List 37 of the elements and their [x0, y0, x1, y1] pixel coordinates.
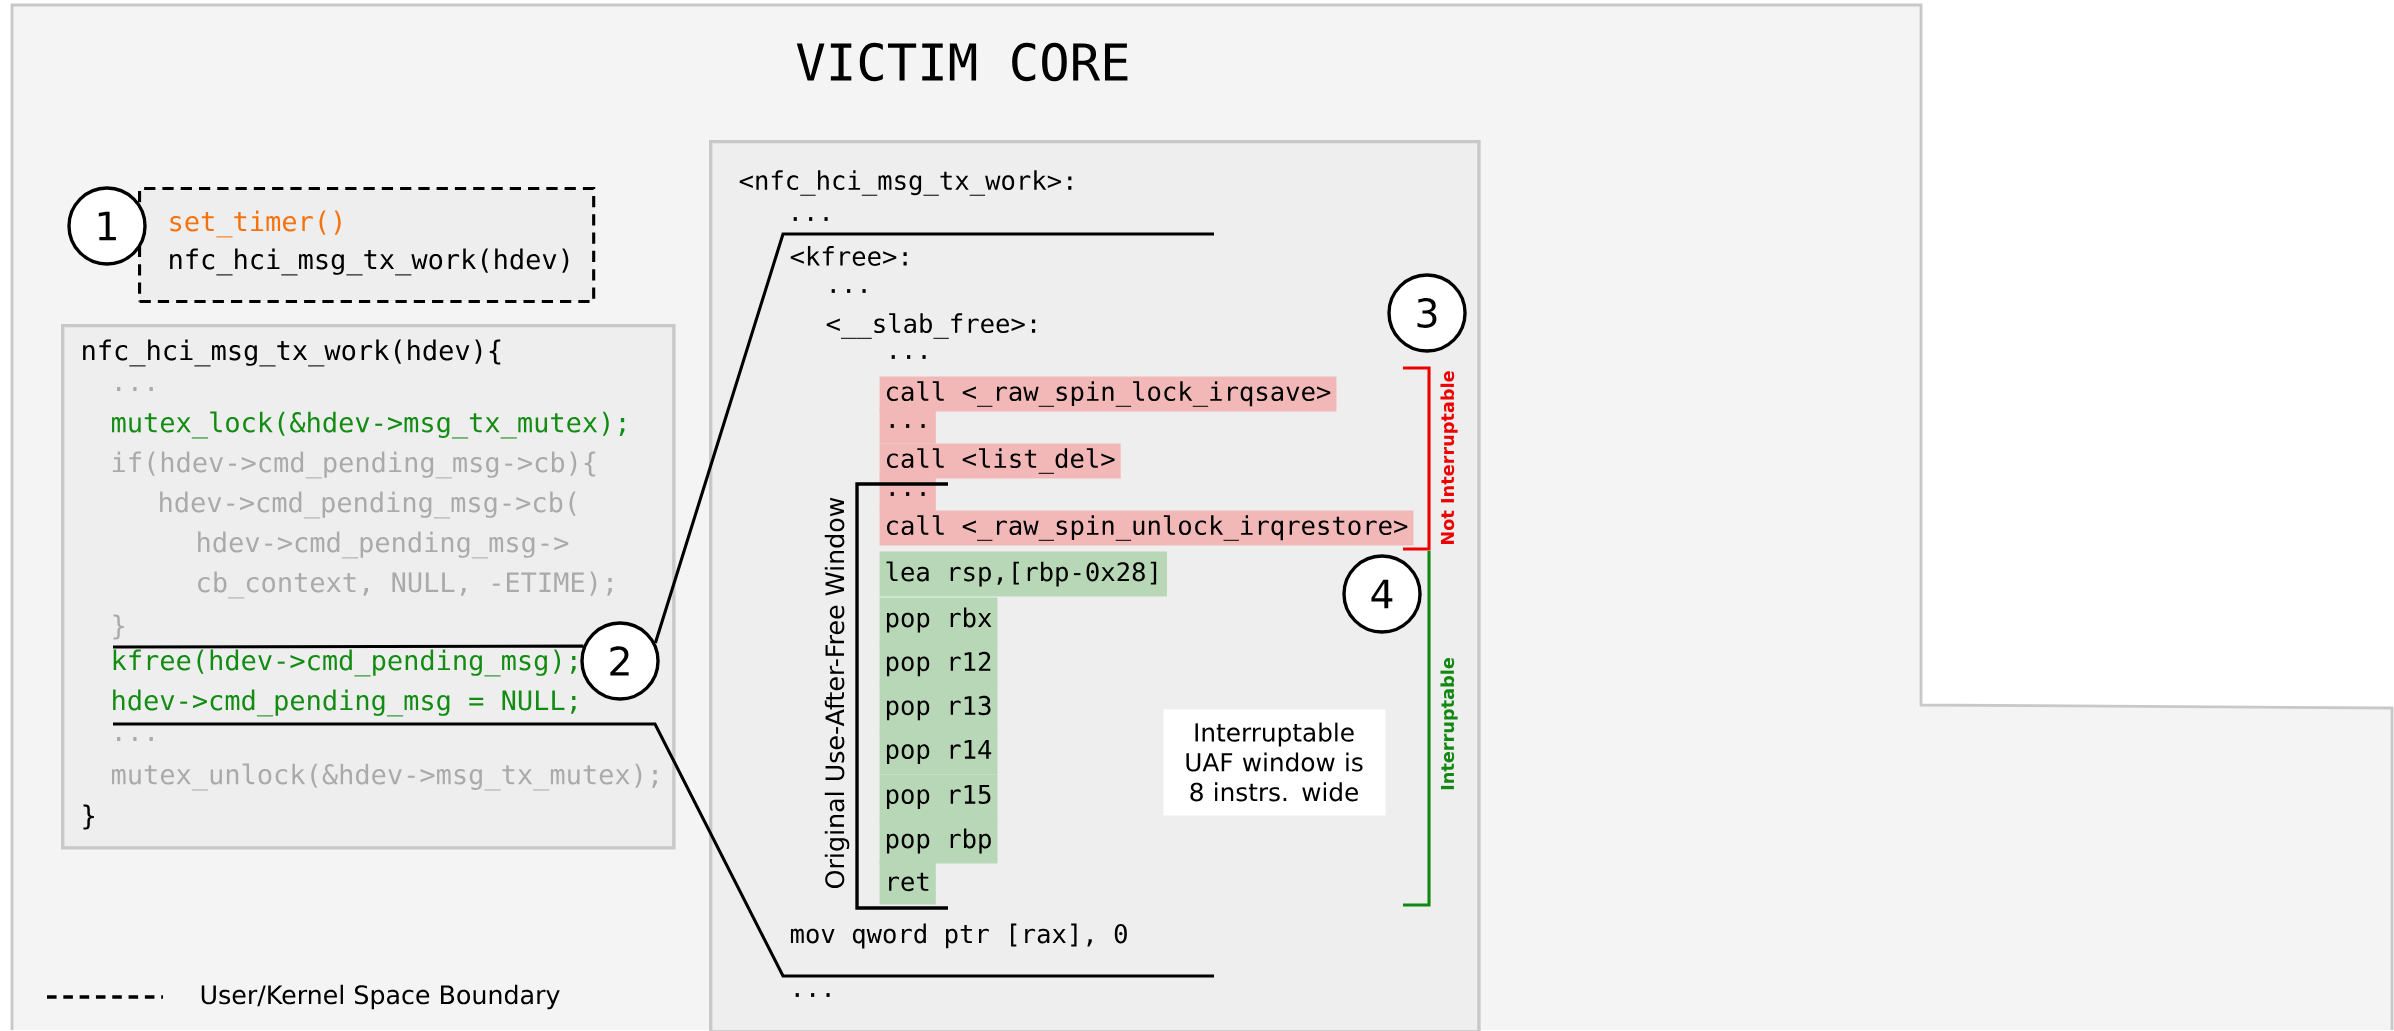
code-line: mutex_unlock(&hdev->msg_tx_mutex);	[112, 763, 657, 791]
code-line: ...	[795, 993, 830, 997]
code-line: ...	[117, 387, 153, 391]
zoom-line	[653, 232, 1214, 644]
callout-number: 3	[1387, 273, 1467, 353]
bracket-label: Not Interruptable	[1440, 371, 1458, 544]
note-box: Interruptable UAF window is 8 instrs. wide	[1163, 709, 1386, 816]
code-line: hdev->cmd_pending_msg->cb(	[160, 491, 576, 519]
code-line: mov qword ptr [rax], 0	[790, 923, 1127, 949]
zoom-line	[113, 644, 584, 649]
code-line: hdev->cmd_pending_msg = NULL;	[113, 689, 576, 717]
code-line: cb_context, NULL, -ETIME);	[198, 571, 612, 599]
code-line: }	[83, 804, 94, 830]
code-line: if(hdev->cmd_pending_msg->cb){	[112, 451, 596, 479]
code-line: }	[113, 614, 124, 640]
zoom-line	[113, 722, 1214, 978]
dashed-box: set_timer() nfc_hci_msg_tx_work(hdev)	[138, 187, 596, 304]
code-line: <__slab_free>:	[826, 313, 1036, 339]
code-line: ...	[891, 355, 926, 359]
code-line: hdev->cmd_pending_msg->	[198, 531, 569, 559]
code-box	[61, 324, 676, 850]
code-line: ...	[831, 289, 866, 293]
code-line: kfree(hdev->cmd_pending_msg);	[113, 649, 576, 677]
callout-number: 2	[580, 621, 660, 701]
code-line: mutex_lock(&hdev->msg_tx_mutex);	[112, 411, 625, 439]
callout-number: 1	[67, 186, 147, 266]
legend-label: User/Kernel Space Boundary	[201, 984, 560, 1010]
code-line: nfc_hci_msg_tx_work(hdev){	[83, 339, 501, 367]
code-line: ...	[793, 217, 828, 221]
assembly-box	[709, 140, 1481, 1031]
code-line: <kfree>:	[790, 246, 907, 266]
code-line: ...	[117, 737, 153, 741]
callout-number: 4	[1342, 554, 1422, 634]
panel-title: VICTIM CORE	[796, 42, 1128, 82]
code-line: <nfc_hci_msg_tx_work>:	[739, 170, 1072, 196]
bracket-label: Original Use-After-Free Window	[824, 497, 850, 888]
bracket-label: Interruptable	[1440, 658, 1458, 790]
